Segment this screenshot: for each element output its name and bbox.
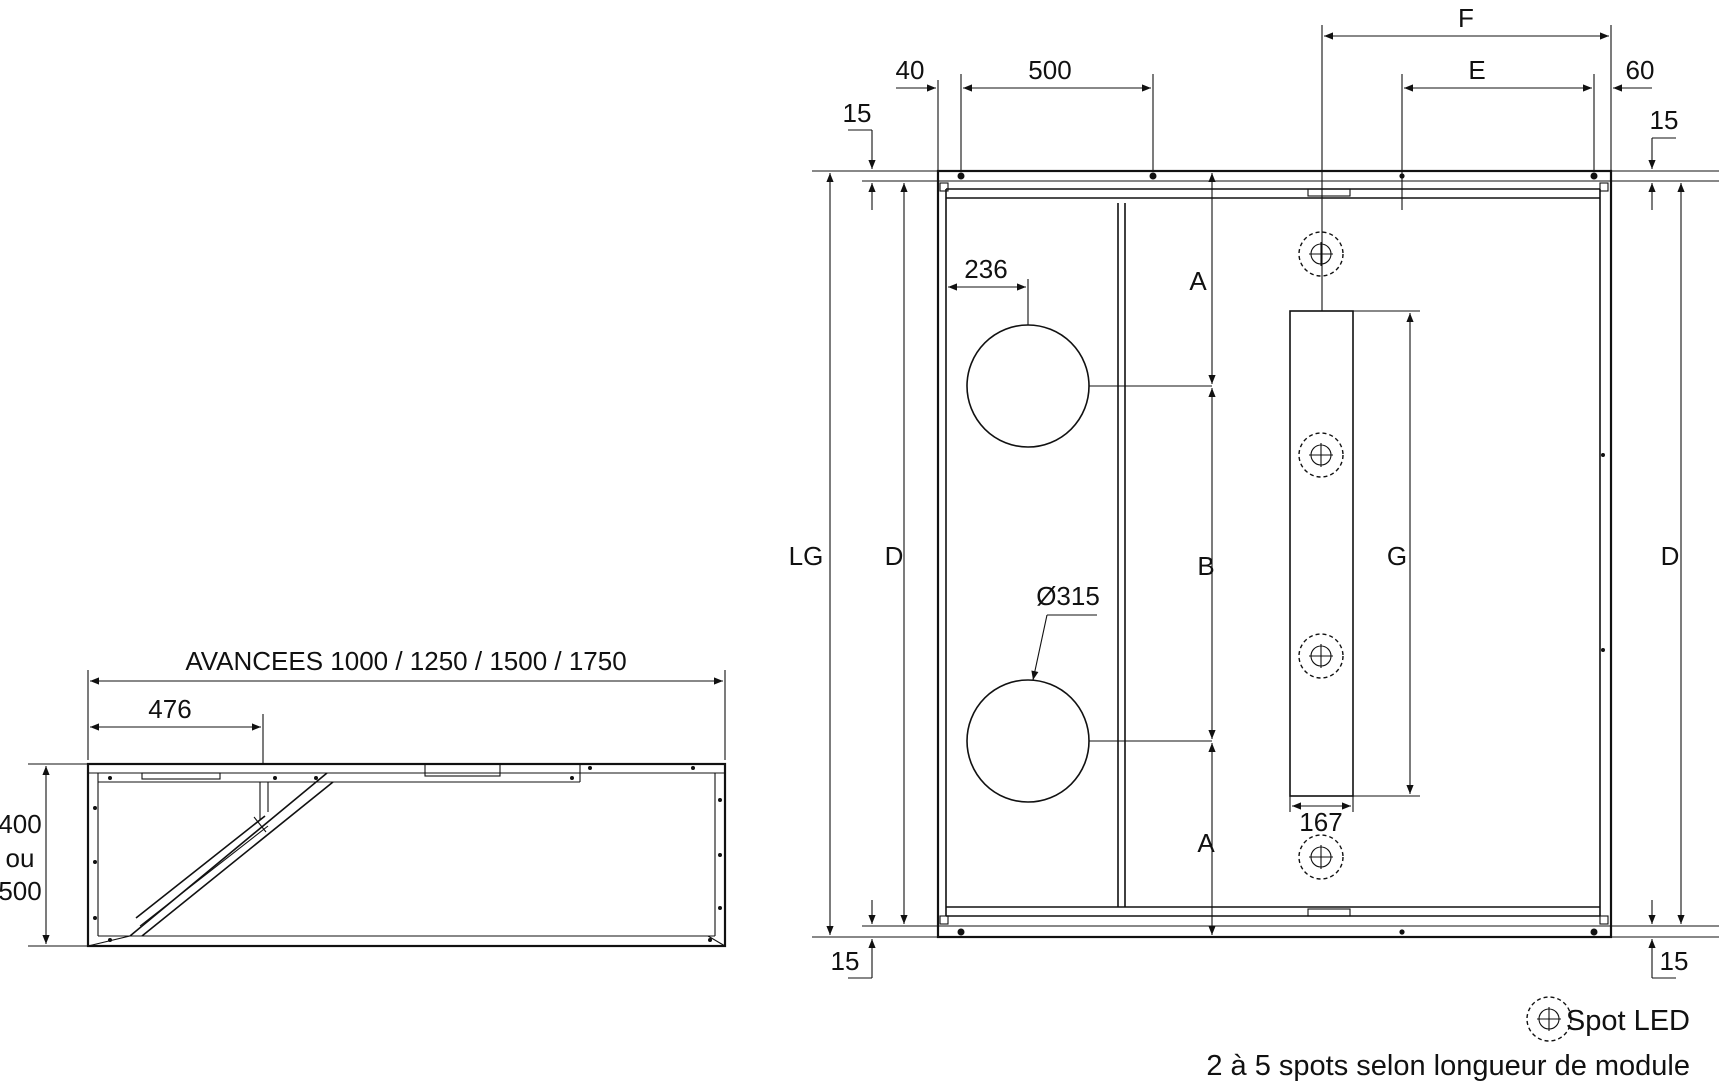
legend-note: 2 à 5 spots selon longueur de module bbox=[1206, 1050, 1690, 1082]
legend-spot-label: Spot LED bbox=[1566, 1005, 1690, 1037]
height-label-line2: ou bbox=[6, 843, 35, 873]
dimension-236: 236 bbox=[964, 254, 1007, 284]
led-spot-icon bbox=[1298, 834, 1344, 880]
depth-label: AVANCEES 1000 / 1250 / 1500 / 1750 bbox=[185, 646, 626, 676]
top-view-frame bbox=[936, 169, 1613, 939]
dimension-G: G bbox=[1387, 541, 1407, 571]
side-view: AVANCEES 1000 / 1250 / 1500 / 1750 476 4… bbox=[0, 646, 727, 948]
top-view: 40 500 E F 60 15 15 15 15 bbox=[789, 3, 1719, 979]
dimension-LG: LG bbox=[789, 541, 824, 571]
led-spots bbox=[1298, 231, 1344, 880]
dimension-15-bottom-right: 15 bbox=[1660, 946, 1689, 976]
side-view-rivets bbox=[93, 766, 722, 942]
led-strip bbox=[1289, 310, 1354, 797]
led-spot-icon bbox=[1298, 432, 1344, 478]
height-label-line1: 400 bbox=[0, 809, 42, 839]
dimension-476: 476 bbox=[148, 694, 191, 724]
dimension-60: 60 bbox=[1626, 55, 1655, 85]
dimension-F: F bbox=[1458, 3, 1474, 33]
dimension-D-right: D bbox=[1661, 541, 1680, 571]
led-spot-icon bbox=[1298, 231, 1344, 277]
spot-led-legend-icon bbox=[1526, 996, 1572, 1042]
dimension-15-bottom-left: 15 bbox=[831, 946, 860, 976]
duct-outlet-upper bbox=[966, 324, 1090, 448]
dimension-500: 500 bbox=[1028, 55, 1071, 85]
dimension-A-top: A bbox=[1189, 266, 1207, 296]
dimension-167: 167 bbox=[1299, 807, 1342, 837]
dimension-D-left: D bbox=[885, 541, 904, 571]
led-spot-icon bbox=[1298, 633, 1344, 679]
side-view-body bbox=[86, 762, 727, 948]
dimension-40: 40 bbox=[896, 55, 925, 85]
dimension-diameter: Ø315 bbox=[1036, 581, 1100, 611]
dimension-A-bottom: A bbox=[1197, 828, 1215, 858]
dimension-15-top-left: 15 bbox=[843, 98, 872, 128]
top-view-rivets bbox=[957, 172, 1605, 936]
legend: Spot LED 2 à 5 spots selon longueur de m… bbox=[1206, 996, 1690, 1082]
height-label-line3: 500 bbox=[0, 876, 42, 906]
dimension-15-top-right: 15 bbox=[1650, 105, 1679, 135]
dimension-B: B bbox=[1197, 551, 1214, 581]
dimension-E: E bbox=[1468, 55, 1485, 85]
duct-outlet-lower bbox=[966, 679, 1090, 803]
